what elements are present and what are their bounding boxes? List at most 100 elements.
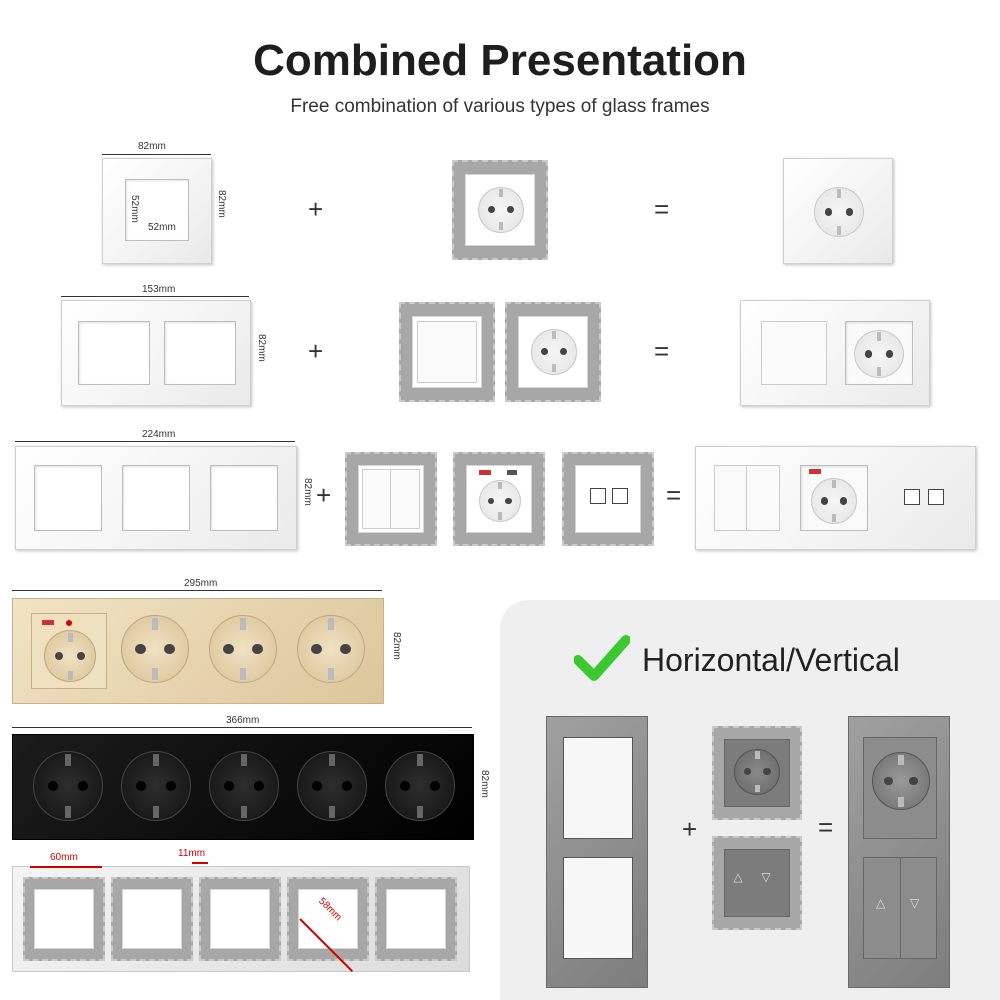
socket-outlet-icon [814, 187, 864, 237]
socket-outlet-icon [297, 751, 367, 821]
usb-port-icon [809, 469, 821, 474]
dimension-line [102, 154, 211, 155]
pin-icon [744, 768, 752, 776]
socket-outlet-icon [33, 751, 103, 821]
usb-port-icon [478, 469, 491, 475]
module-face [386, 888, 446, 950]
gap-11-label: 11mm [178, 848, 206, 859]
double-switch-module [345, 452, 437, 546]
mounting-module [199, 877, 281, 961]
mounting-module [111, 877, 193, 961]
usb-c-port-icon [506, 469, 517, 475]
earth-clip-icon [831, 513, 837, 522]
pin-icon [487, 497, 494, 504]
pin-icon [429, 780, 441, 792]
five-width-label: 366mm [226, 715, 260, 726]
earth-clip-icon [498, 222, 504, 231]
frame-hole [164, 321, 236, 385]
pin-icon [820, 497, 828, 505]
single-frame [102, 158, 212, 264]
earth-clip-icon [498, 188, 504, 197]
frame-hole [34, 465, 102, 531]
plus-sign: + [682, 814, 698, 844]
earth-clip-icon [327, 668, 335, 681]
earth-clip-icon [416, 754, 424, 767]
earth-clip-icon [898, 797, 904, 808]
earth-clip-icon [755, 751, 760, 760]
single-hole-width-label: 52mm [148, 222, 176, 233]
orientation-panel: Horizontal/Vertical + △ ▽ = △ ▽ [500, 600, 1000, 1000]
pin-icon [487, 205, 495, 214]
module-face [34, 888, 94, 950]
rj45-port-icon [611, 487, 628, 504]
socket-module [505, 302, 601, 402]
earth-clip-icon [67, 670, 73, 680]
socket-outlet-icon [121, 615, 189, 683]
module-face [210, 888, 270, 950]
data-port-module [562, 452, 654, 546]
five-glass-frame [12, 866, 470, 972]
pin-icon [840, 497, 848, 505]
pin-icon [165, 780, 177, 792]
earth-clip-icon [755, 784, 760, 793]
frame-hole [210, 465, 278, 531]
five-height-label: 82mm [479, 770, 490, 798]
pin-icon [884, 776, 894, 786]
socket-module [452, 160, 548, 260]
dimension-line [15, 441, 295, 442]
double-result-frame [740, 300, 930, 406]
single-result-frame [783, 158, 893, 264]
socket-outlet-icon [872, 752, 930, 810]
indicator-led-icon [66, 620, 72, 626]
socket-outlet-icon [209, 615, 277, 683]
socket-plate [863, 737, 937, 839]
module-face [122, 888, 182, 950]
earth-clip-icon [151, 668, 159, 681]
pin-icon [763, 768, 771, 776]
earth-clip-icon [876, 332, 882, 341]
rocker-icon [361, 468, 392, 530]
pin-icon [340, 643, 351, 655]
earth-clip-icon [898, 754, 904, 765]
switch-rocker-icon [761, 321, 827, 385]
earth-clip-icon [876, 367, 882, 376]
frame-hole [122, 465, 190, 531]
equals-sign: = [654, 194, 670, 224]
frame-hole [125, 179, 189, 241]
triple-height-label: 82mm [302, 478, 313, 506]
pin-icon [311, 780, 323, 792]
socket-outlet-icon [385, 751, 455, 821]
single-hole-height-label: 52mm [129, 195, 140, 223]
pin-icon [311, 643, 322, 655]
rocker-icon [390, 468, 421, 530]
module-face [574, 464, 642, 534]
quad-gold-frame [12, 598, 384, 704]
pin-icon [252, 643, 263, 655]
earth-clip-icon [416, 805, 424, 818]
module-face [357, 464, 425, 534]
module-face [518, 315, 588, 389]
earth-clip-icon [836, 189, 842, 199]
socket-outlet-icon [121, 751, 191, 821]
dimension-line [12, 727, 472, 728]
plus-sign: + [308, 194, 324, 224]
pin-icon [908, 776, 918, 786]
pin-icon [77, 780, 89, 792]
pin-icon [399, 780, 411, 792]
earth-clip-icon [240, 754, 248, 767]
pin-icon [253, 780, 265, 792]
plus-sign: + [308, 336, 324, 366]
rocker-icon [417, 320, 477, 384]
equals-sign: = [666, 480, 682, 510]
rocker-icon [746, 465, 780, 531]
double-width-label: 153mm [142, 284, 176, 295]
earth-clip-icon [328, 805, 336, 818]
pin-icon [135, 643, 146, 655]
single-width-label: 82mm [138, 141, 166, 152]
rocker-icon [714, 465, 748, 531]
grey-shutter-module: △ ▽ [712, 836, 802, 930]
frame-hole [563, 857, 633, 959]
frame-hole [563, 737, 633, 839]
earth-clip-icon [328, 754, 336, 767]
plus-sign: + [316, 480, 332, 510]
